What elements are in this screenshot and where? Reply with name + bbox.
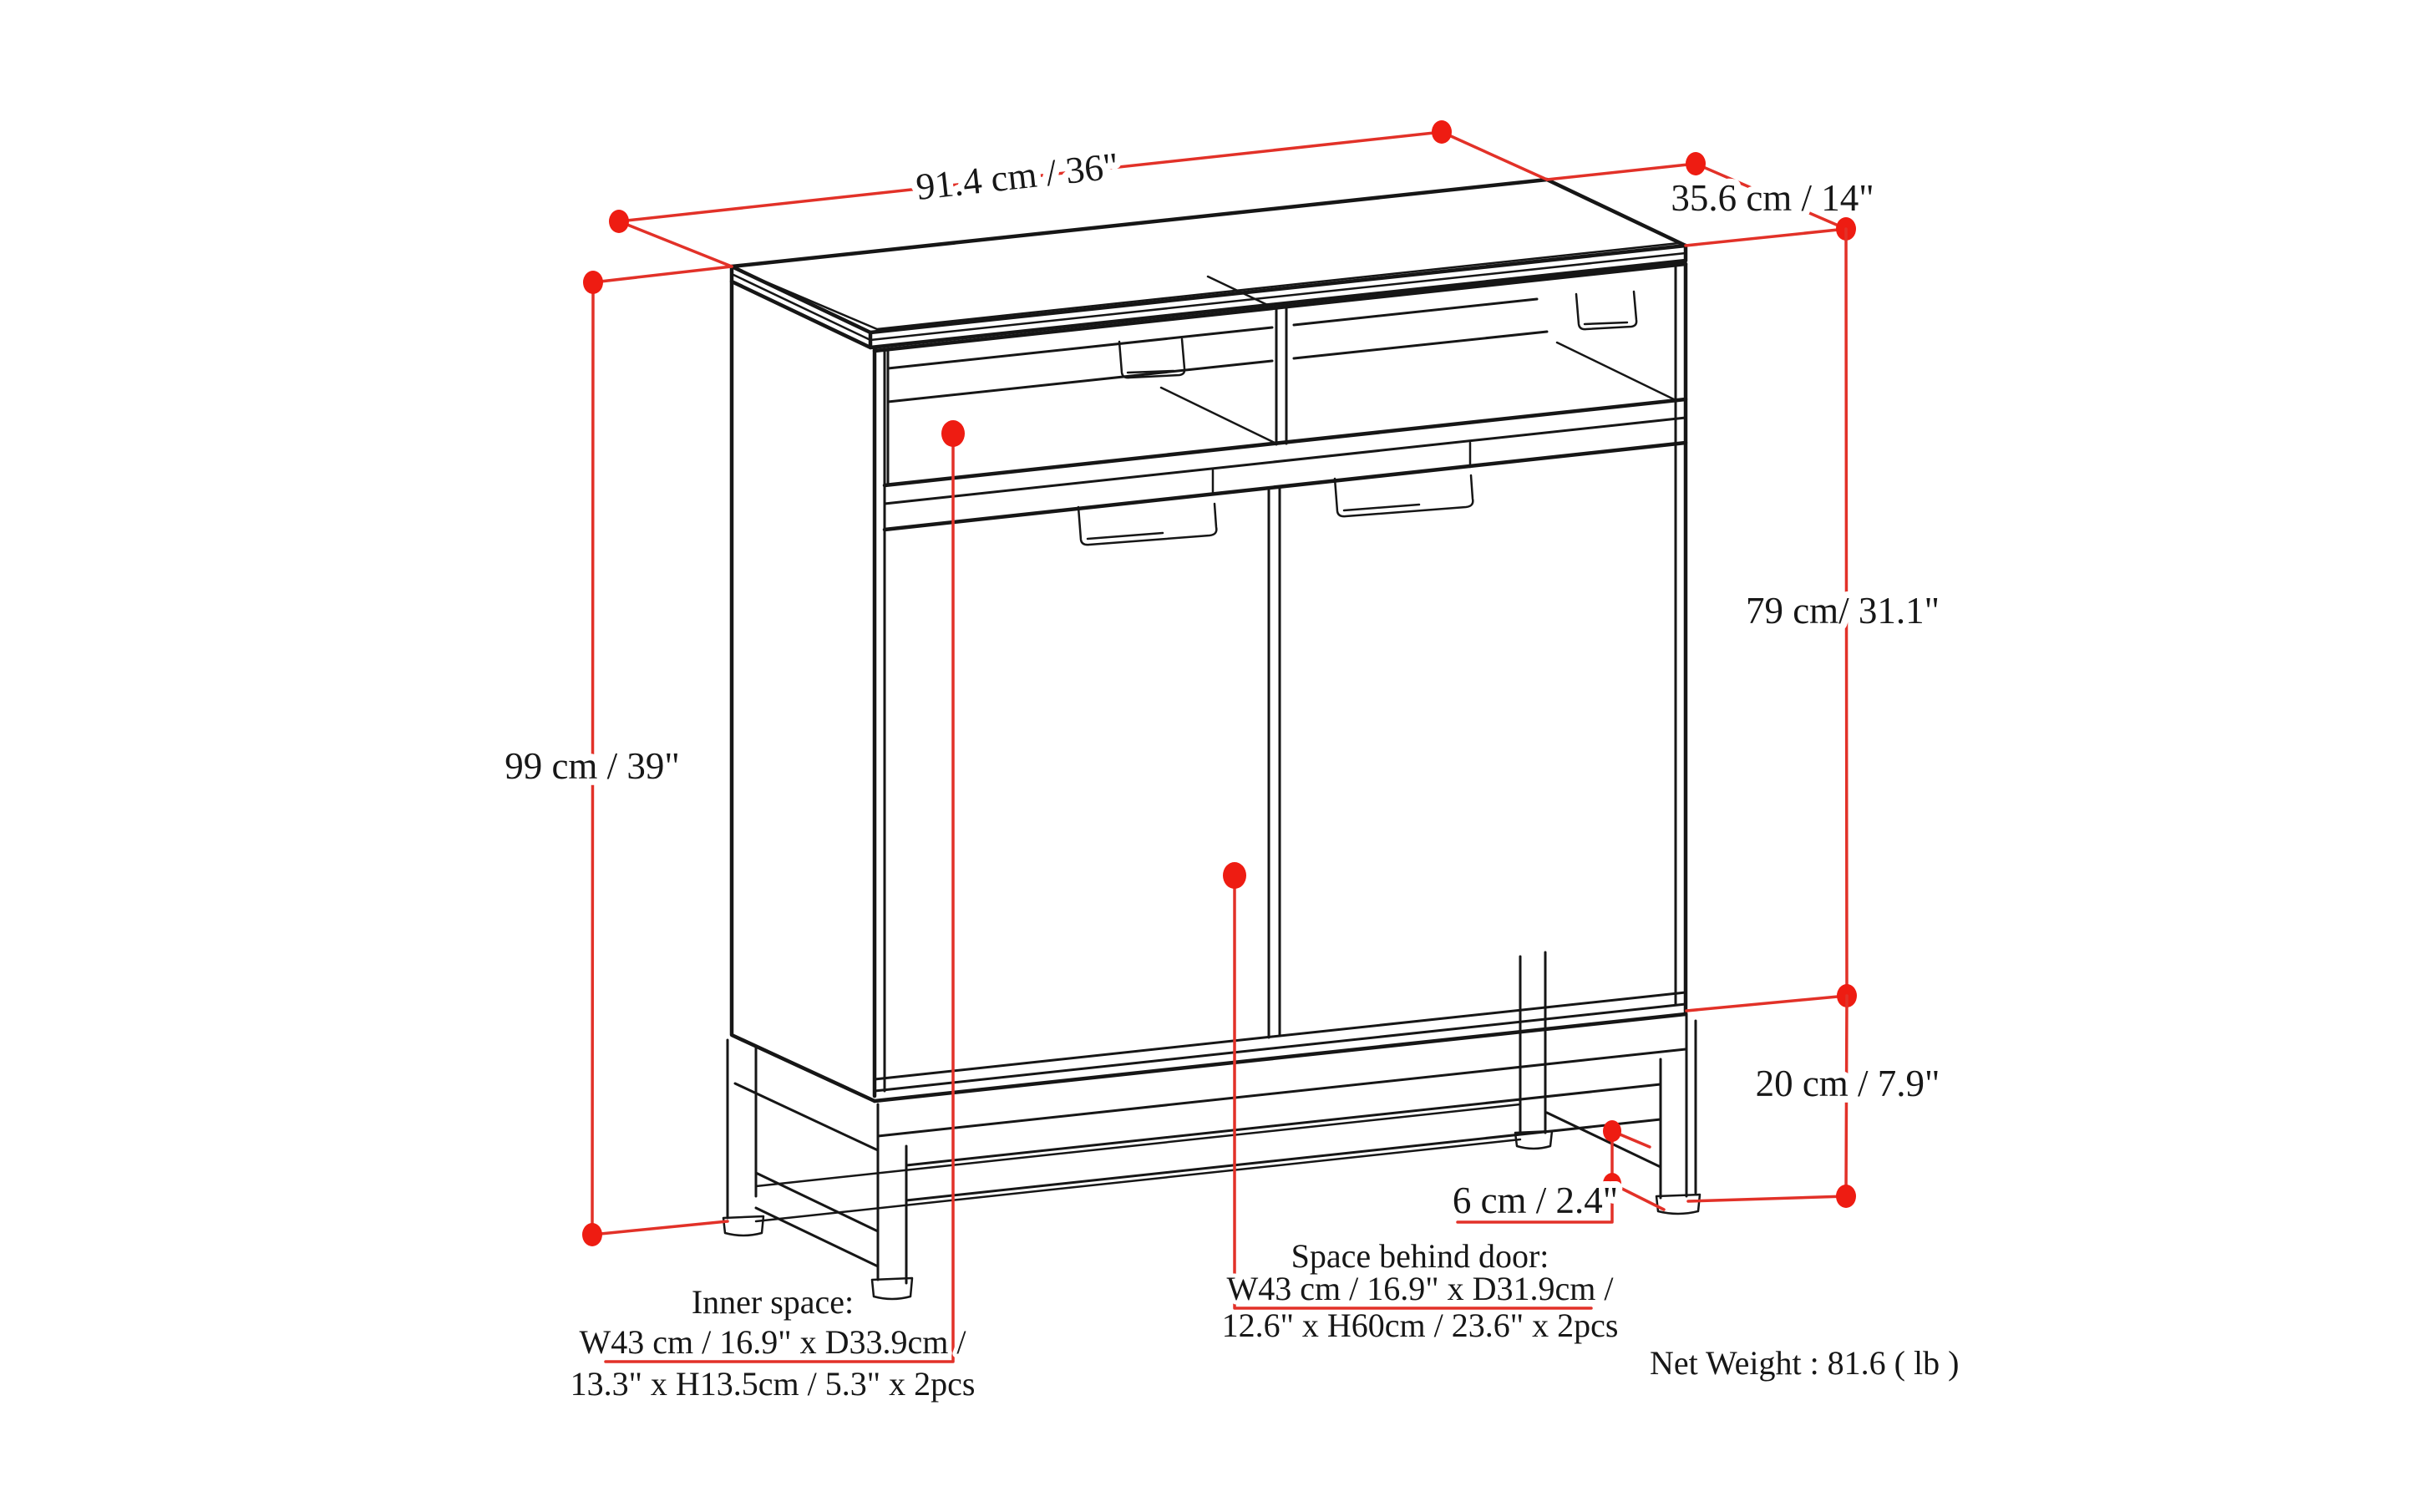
cabinet-top-panel [729, 177, 1688, 350]
dimension-annotations [582, 120, 1857, 1363]
leg-clearance-dimension-label: 6 cm / 2.4" [1453, 1180, 1618, 1221]
note-inner-space: Inner space: W43 cm / 16.9" x D33.9cm / … [566, 1279, 980, 1407]
net-weight-label: Net Weight : 81.6 ( lb ) [1650, 1344, 1959, 1382]
cable-notch-right [1575, 290, 1638, 331]
dimension-width [609, 120, 1549, 268]
inner-space-dims-line1: W43 cm / 16.9" x D33.9cm / [580, 1323, 967, 1361]
note-space-behind-door: Space behind door: W43 cm / 16.9" x D31.… [1218, 1233, 1623, 1348]
leader-space-behind-door [1223, 862, 1593, 1310]
dimension-leg-clearance [1456, 1120, 1666, 1224]
overall-height-dimension-label: 99 cm / 39" [505, 745, 680, 787]
cable-notch-left [1118, 337, 1186, 379]
inner-space-dims-line2: 13.3" x H13.5cm / 5.3" x 2pcs [571, 1365, 976, 1403]
base-height-dimension-label: 20 cm / 7.9" [1756, 1063, 1940, 1104]
inner-space-title: Inner space: [692, 1283, 854, 1321]
dimension-labels: 91.4 cm / 36" 35.6 cm / 14" 99 cm / 39" … [498, 138, 1946, 1228]
cabinet-carcass [729, 261, 1688, 1104]
leader-inner-space [604, 420, 965, 1363]
depth-dimension-label: 35.6 cm / 14" [1671, 177, 1874, 219]
cabinet-doors [873, 441, 1687, 1081]
dimension-base-height [1686, 994, 1856, 1208]
dimension-depth [1545, 152, 1856, 247]
metal-base-frame [722, 951, 1701, 1301]
space-behind-door-dims-line2: 12.6" x H60cm / 23.6" x 2pcs [1222, 1307, 1619, 1344]
dimension-cabinet-height [1685, 227, 1857, 1012]
cabinet-line-art [722, 177, 1701, 1301]
door-handle-left [1077, 469, 1218, 546]
space-behind-door-title: Space behind door: [1291, 1237, 1549, 1275]
space-behind-door-dims-line1: W43 cm / 16.9" x D31.9cm / [1227, 1270, 1615, 1307]
dimension-overall-height [582, 265, 733, 1246]
door-handle-right [1333, 441, 1474, 518]
open-shelf-interior [882, 275, 1688, 532]
width-dimension-label: 91.4 cm / 36" [914, 145, 1120, 208]
cabinet-height-dimension-label: 79 cm/ 31.1" [1746, 590, 1940, 632]
